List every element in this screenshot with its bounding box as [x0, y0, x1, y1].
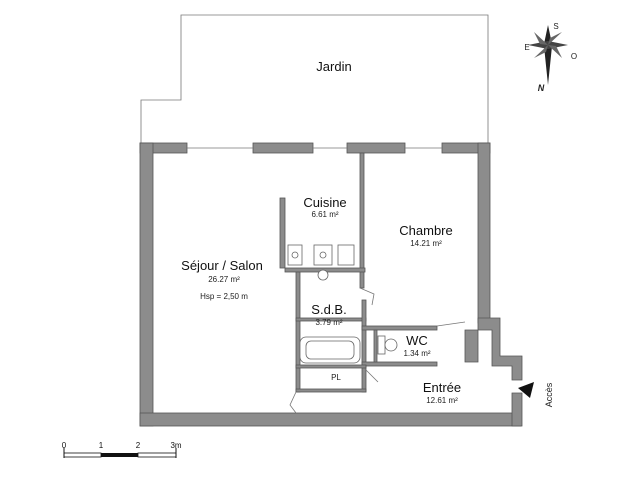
exterior-walls	[139, 142, 523, 427]
garden-outline	[140, 14, 489, 145]
compass-e: E	[524, 43, 529, 52]
acces-label: Accès	[544, 382, 554, 407]
sdb-label: S.d.B.	[311, 302, 346, 317]
cuisine-area: 6.61 m²	[311, 210, 338, 219]
kitchen-fixtures	[287, 244, 355, 281]
jardin-label: Jardin	[316, 59, 351, 74]
bathtub-inner	[305, 340, 355, 360]
entree-label: Entrée	[423, 380, 461, 395]
sejour-label: Séjour / Salon	[181, 258, 263, 273]
entree-area: 12.61 m²	[426, 396, 458, 405]
wc-area: 1.34 m²	[403, 349, 430, 358]
chambre-label: Chambre	[399, 223, 452, 238]
cuisine-label: Cuisine	[303, 195, 346, 210]
scale-tick-0: 0	[62, 441, 67, 450]
pl-label: PL	[331, 373, 341, 382]
toilet	[377, 335, 398, 355]
scale-bar	[63, 448, 177, 458]
entrance-arrow-icon	[518, 382, 534, 398]
doors	[289, 287, 466, 414]
sejour-area: 26.27 m²	[208, 275, 240, 284]
scale-tick-2: 2	[136, 441, 141, 450]
wc-label: WC	[406, 333, 428, 348]
scale-tick-3: 3m	[170, 441, 181, 450]
chambre-area: 14.21 m²	[410, 239, 442, 248]
compass-s: S	[553, 22, 558, 31]
compass-rose-icon	[528, 25, 568, 85]
sejour-height-note: Hsp = 2,50 m	[200, 292, 248, 301]
sdb-area: 3.79 m²	[315, 318, 342, 327]
scale-tick-1: 1	[99, 441, 104, 450]
compass-o: O	[571, 52, 577, 61]
compass-n: N	[538, 83, 545, 93]
